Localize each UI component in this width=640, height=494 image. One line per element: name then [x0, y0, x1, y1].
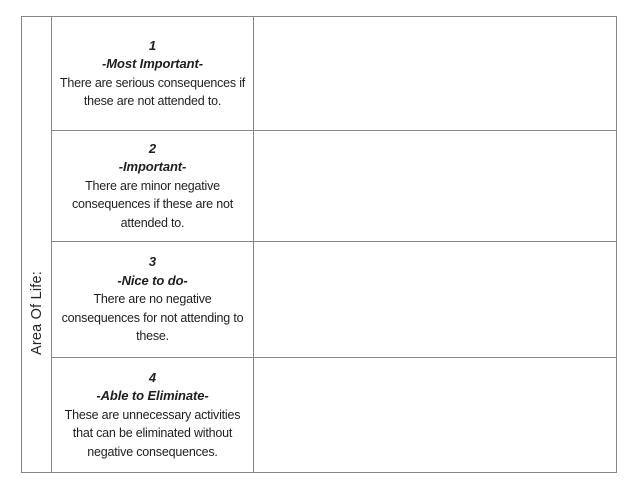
answer-cell-1	[254, 17, 616, 131]
priority-title-1: -Most Important-	[102, 56, 203, 71]
priority-cell-3: 3 -Nice to do- There are no negative con…	[52, 242, 253, 358]
answer-cell-4	[254, 358, 616, 472]
answer-cell-3	[254, 242, 616, 358]
priority-title-3: -Nice to do-	[117, 272, 188, 288]
priority-description-4: These are unnecessary activities that ca…	[64, 407, 241, 459]
priority-title-4: -Able to Eliminate-	[96, 388, 209, 404]
priority-title-2: -Important-	[118, 159, 187, 175]
priority-number-2: 2	[148, 140, 157, 156]
priority-descriptions-column: 1 -Most Important- There are serious con…	[52, 17, 254, 472]
priority-number-4: 4	[148, 369, 157, 385]
priority-cell-2: 2 -Important- There are minor negative c…	[52, 131, 253, 242]
priority-cell-1: 1 -Most Important- There are serious con…	[52, 17, 253, 131]
priority-number-1: 1	[148, 37, 157, 53]
answer-column	[254, 17, 616, 472]
answer-cell-2	[254, 131, 616, 242]
priority-matrix-table: Area Of Life: 1 -Most Important- There a…	[21, 16, 617, 473]
priority-description-3: There are no negative consequences for n…	[61, 292, 244, 344]
area-of-life-column: Area Of Life:	[22, 17, 52, 472]
priority-description-1: There are serious consequences if these …	[59, 75, 246, 109]
area-of-life-label: Area Of Life:	[28, 271, 45, 355]
priority-cell-4: 4 -Able to Eliminate- These are unnecess…	[52, 358, 253, 472]
priority-description-2: There are minor negative consequences if…	[72, 178, 233, 230]
priority-number-3: 3	[148, 254, 157, 270]
